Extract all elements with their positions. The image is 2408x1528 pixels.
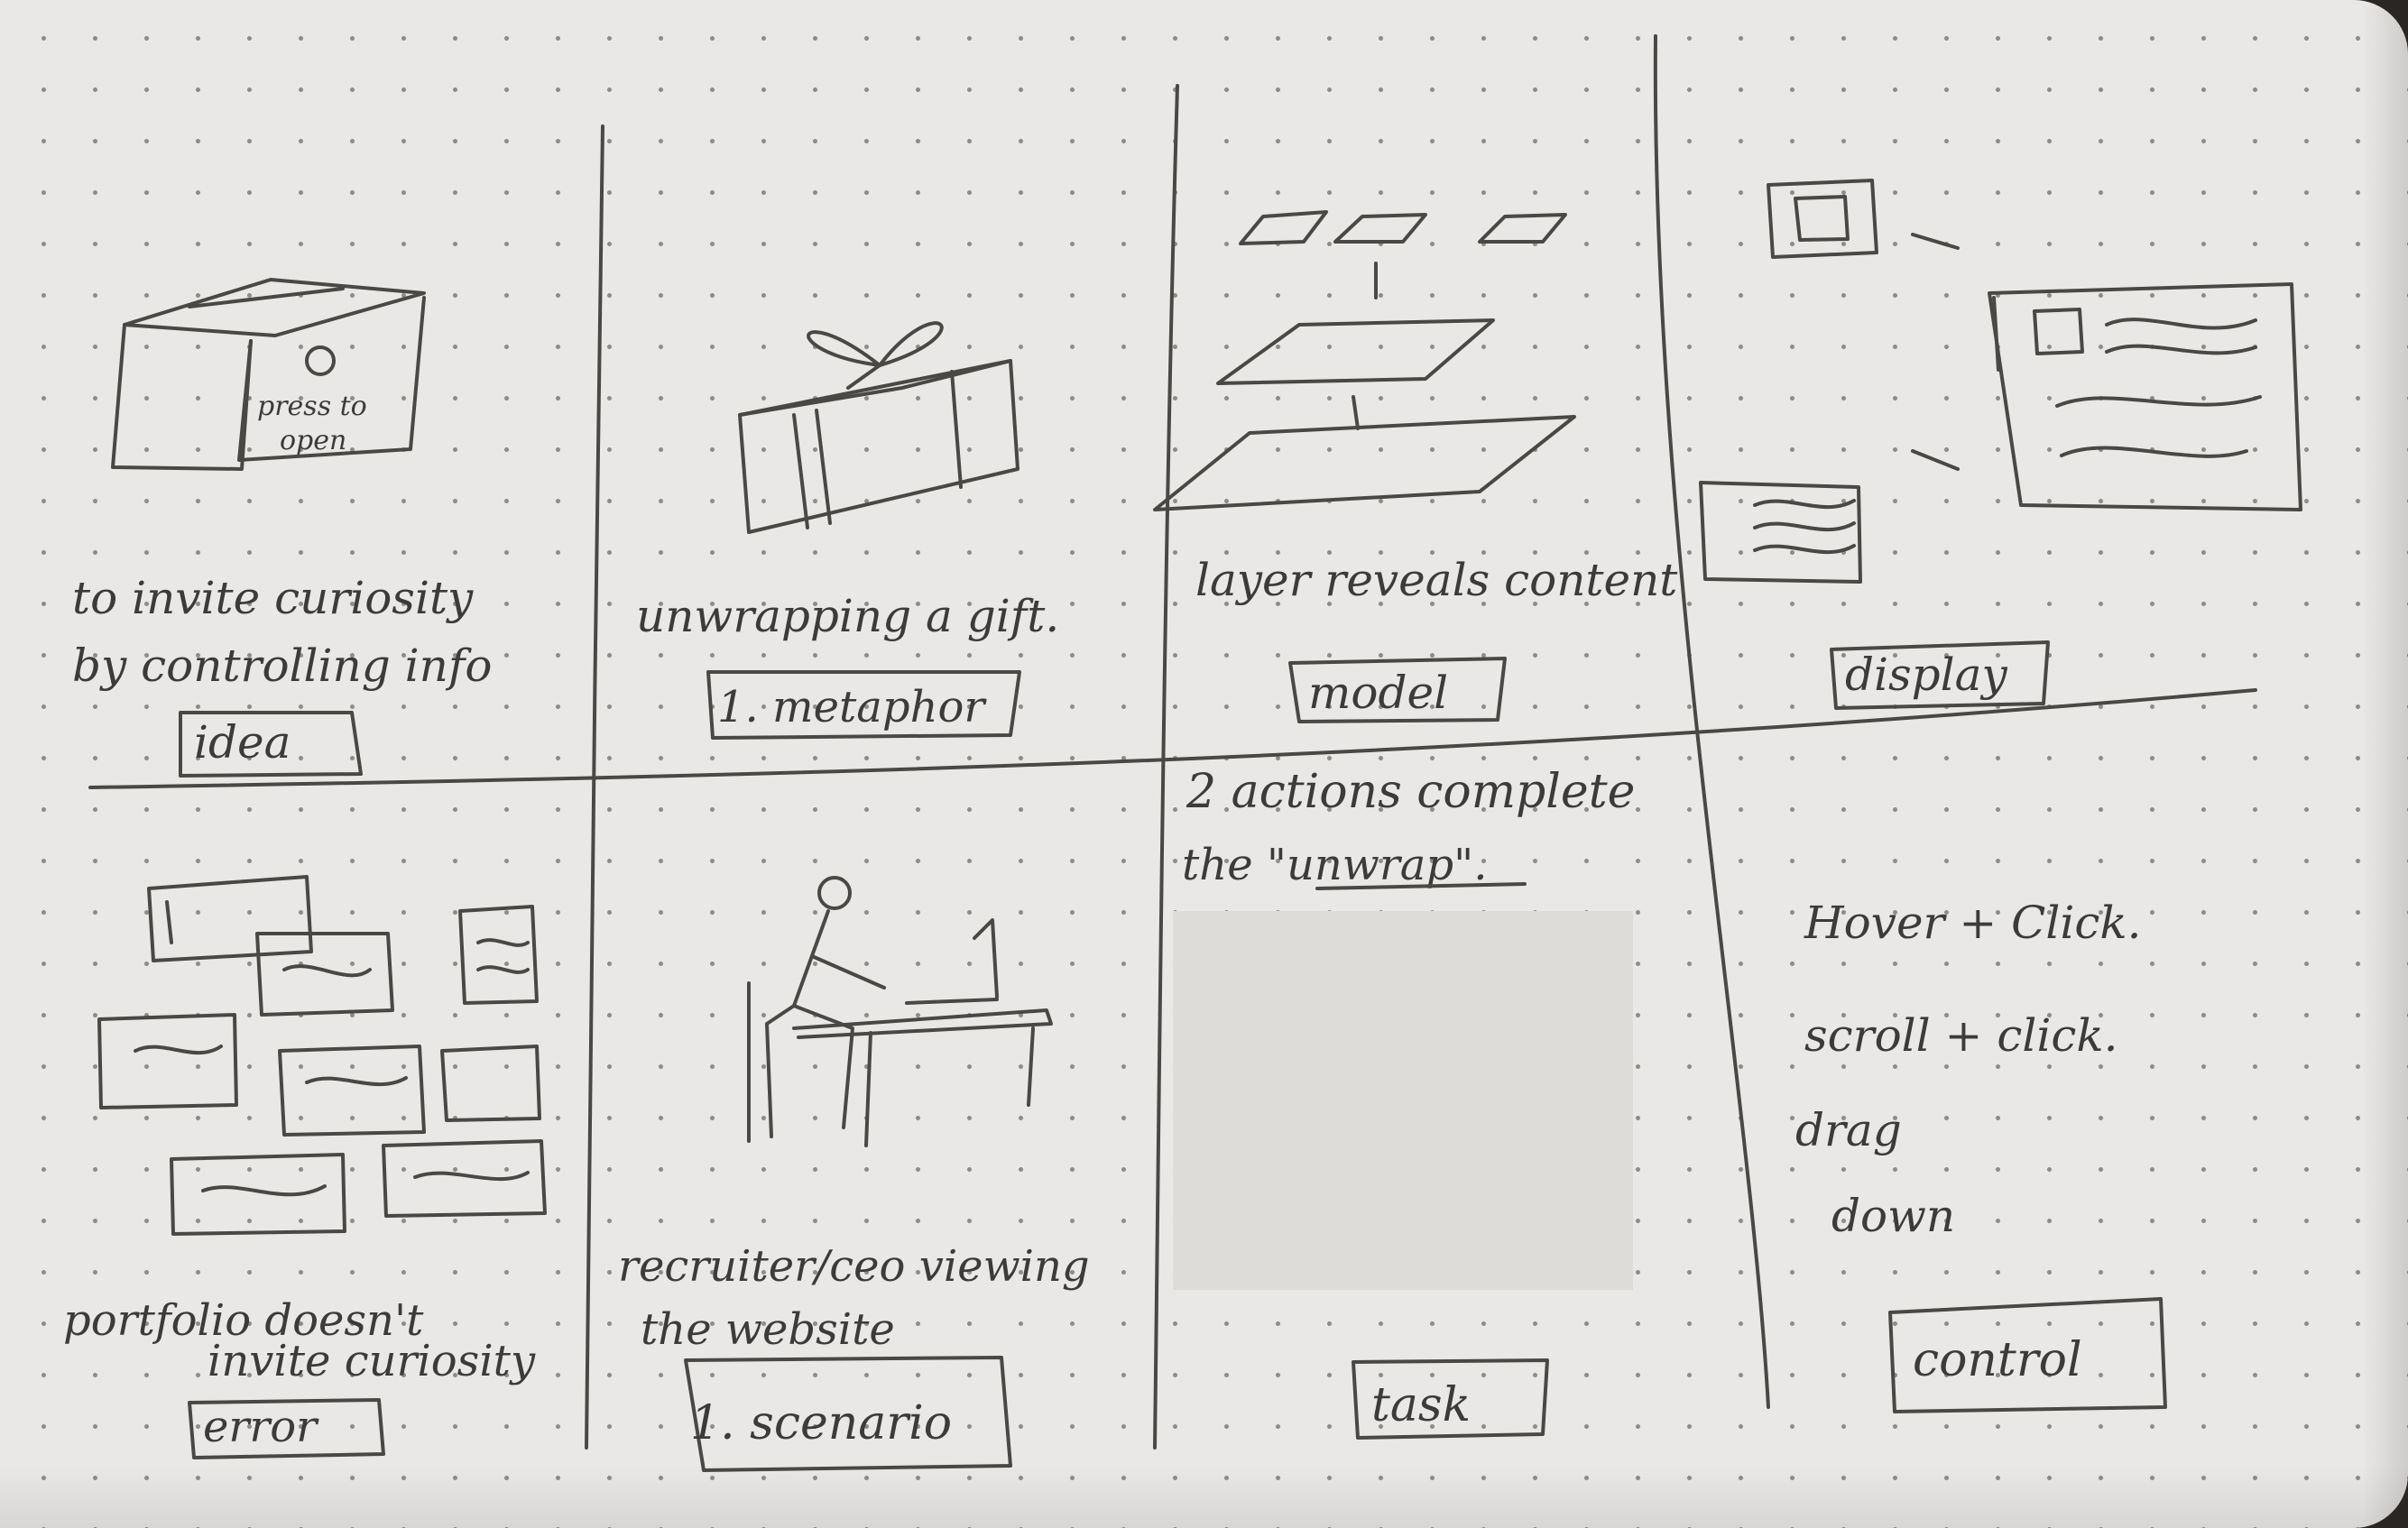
display-sketch [1699, 179, 2302, 584]
divider-1 [585, 124, 604, 1450]
panel1-tag-frame [179, 711, 363, 778]
layers-sketch [1153, 210, 1576, 511]
panel1-caption-line2: by controlling info [72, 640, 492, 692]
panel2-tag-frame [706, 670, 1021, 740]
box-label-line2: open [280, 425, 346, 456]
control-item-3: drag [1795, 1104, 1902, 1156]
panel6-caption-line1: recruiter/ceo viewing [618, 1241, 1090, 1292]
divider-2 [1153, 84, 1179, 1450]
divider-3 [1653, 34, 1770, 1409]
control-item-2: scroll + click. [1804, 1009, 2118, 1062]
panel1-caption-line1: to invite curiosity [72, 572, 474, 624]
panel6-tag-frame [684, 1356, 1012, 1472]
panel7-caption-line1: 2 actions complete [1186, 765, 1635, 819]
panel7-tag-frame [1352, 1358, 1549, 1440]
panel5-tag: error [203, 1402, 319, 1452]
control-item-1: Hover + Click. [1804, 897, 2142, 949]
panel8-tag-frame [1888, 1297, 2167, 1413]
horizontal-divider [88, 688, 2257, 789]
panel7-tag: task [1371, 1378, 1471, 1432]
box-label-line1: press to [257, 391, 367, 422]
control-item-4: down [1831, 1190, 1955, 1242]
panel3-caption: layer reveals content [1195, 554, 1678, 606]
panel2-tag: 1. metaphor [717, 682, 987, 732]
panel7-caption-line2: the "unwrap". [1182, 840, 1487, 890]
panel8-tag: control [1913, 1333, 2082, 1387]
panel1-tag: idea [194, 716, 291, 769]
person-at-desk-sketch [747, 876, 1053, 1147]
blank-sticky-area [1173, 911, 1633, 1290]
panel2-caption: unwrapping a gift. [636, 590, 1059, 642]
panel5-caption-line2: invite curiosity [208, 1336, 536, 1386]
panel4-tag-frame [1830, 640, 2050, 710]
panel6-tag: 1. scenario [690, 1396, 952, 1450]
grid-lines [88, 34, 2257, 1450]
unwrap-underline [1315, 882, 1527, 890]
panel5-caption-line1: portfolio doesn't [63, 1295, 424, 1346]
page-edge-shadow [2363, 0, 2408, 1528]
panel5-tag-frame [188, 1398, 385, 1459]
box-sketch: press to open [111, 278, 426, 471]
gift-sketch [738, 321, 1019, 534]
panel4-tag: display [1845, 649, 2007, 701]
page-bottom-shadow [0, 1465, 2408, 1528]
panel3-tag: model [1308, 667, 1448, 719]
panel3-tag-frame [1288, 657, 1507, 723]
panel6-caption-line2: the website [641, 1304, 895, 1355]
screens-sketch [97, 875, 547, 1236]
